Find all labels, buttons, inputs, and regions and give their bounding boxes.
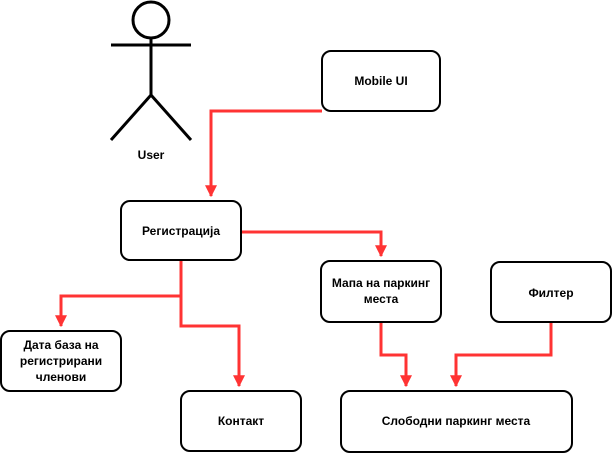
node-free-parking[interactable]: Слободни паркинг места <box>340 390 573 453</box>
node-filter-label: Филтер <box>528 286 573 300</box>
node-contact-label: Контакт <box>218 414 264 428</box>
user-actor[interactable]: User <box>109 0 193 162</box>
node-contact[interactable]: Контакт <box>180 390 302 452</box>
node-parking-map-box <box>320 260 442 323</box>
node-parking-map[interactable]: Мапа на паркинг места <box>320 260 442 323</box>
connector-registration-to-database <box>55 260 183 328</box>
node-mobile-ui[interactable]: Mobile UI <box>321 50 441 112</box>
node-mobile-ui-box <box>321 50 441 112</box>
node-parking-map-label-line1: Мапа на паркинг <box>332 276 430 290</box>
node-registration[interactable]: Регистрација <box>120 200 242 261</box>
actor-label: User <box>138 148 165 162</box>
actor-legs <box>109 92 193 141</box>
node-members-database-label-line1: Дата база на <box>23 338 98 352</box>
connector-map-to-free-parking <box>379 322 412 388</box>
node-filter-box <box>490 261 612 323</box>
connector-registration-to-map <box>241 230 387 258</box>
node-registration-label: Регистрација <box>142 224 220 238</box>
node-free-parking-box <box>340 390 573 453</box>
connectors <box>55 109 553 388</box>
connector-filter-to-free-parking <box>450 322 553 388</box>
node-members-database-label-line3: членови <box>36 370 86 384</box>
node-contact-box <box>180 390 302 452</box>
node-members-database[interactable]: Дата база на регистрирани членови <box>0 330 122 392</box>
node-members-database-box <box>0 330 122 392</box>
node-free-parking-label: Слободни паркинг места <box>382 414 531 428</box>
actor-head <box>131 0 171 40</box>
node-filter[interactable]: Филтер <box>490 261 612 323</box>
connector-registration-to-contact <box>179 296 245 388</box>
node-registration-box <box>120 200 242 261</box>
node-members-database-label-line2: регистрирани <box>20 354 102 368</box>
node-parking-map-label-line2: места <box>364 292 399 306</box>
connector-mobile-to-registration <box>205 109 322 198</box>
node-mobile-ui-label: Mobile UI <box>354 74 407 88</box>
